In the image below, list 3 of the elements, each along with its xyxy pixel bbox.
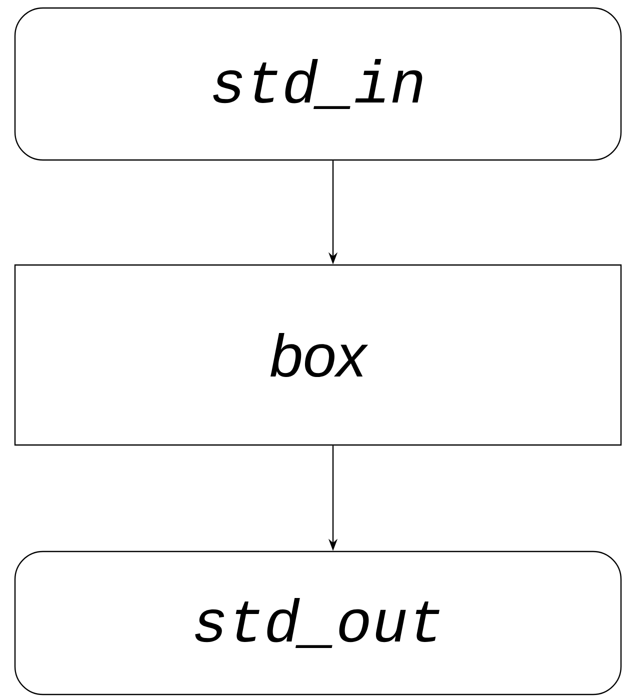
input-terminal: std_in (14, 7, 622, 161)
process-box: box (14, 264, 622, 446)
output-terminal: std_out (14, 550, 622, 696)
